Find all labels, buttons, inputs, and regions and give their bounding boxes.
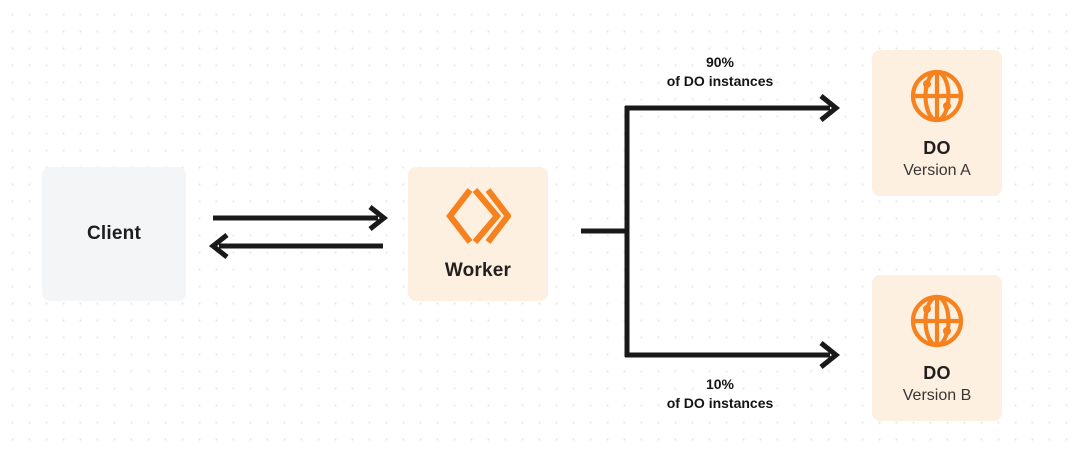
node-do-a-sublabel: Version A (903, 161, 971, 179)
node-do-b-label: DO (923, 362, 951, 383)
node-do-a-label: DO (923, 137, 951, 158)
edge-worker-to-client-response (208, 233, 383, 259)
cloudflare-workers-icon (445, 186, 511, 246)
edge-worker-to-do-b (625, 341, 841, 369)
edge-worker-to-do-a (625, 94, 841, 122)
edge-label-do-a-description: of DO instances (666, 73, 774, 89)
globe-icon (908, 67, 966, 125)
edge-label-do-b-description: of DO instances (666, 395, 774, 411)
node-client-label: Client (87, 223, 141, 244)
edge-worker-branch-stub (581, 106, 630, 357)
node-do-b-sublabel: Version B (902, 386, 972, 404)
edge-client-to-worker-request (213, 205, 389, 231)
node-worker-label: Worker (444, 260, 512, 281)
node-do-version-a[interactable]: DO Version A (872, 50, 1002, 196)
node-do-version-b[interactable]: DO Version B (872, 275, 1002, 421)
globe-icon (908, 292, 966, 350)
edge-label-do-b-percent: 10% (705, 376, 735, 392)
edge-label-do-b: 10% of DO instances (595, 375, 845, 413)
node-client[interactable]: Client (42, 167, 186, 301)
node-worker[interactable]: Worker (408, 167, 548, 301)
edge-label-do-a-percent: 90% (705, 54, 735, 70)
edge-label-do-a: 90% of DO instances (595, 53, 845, 91)
